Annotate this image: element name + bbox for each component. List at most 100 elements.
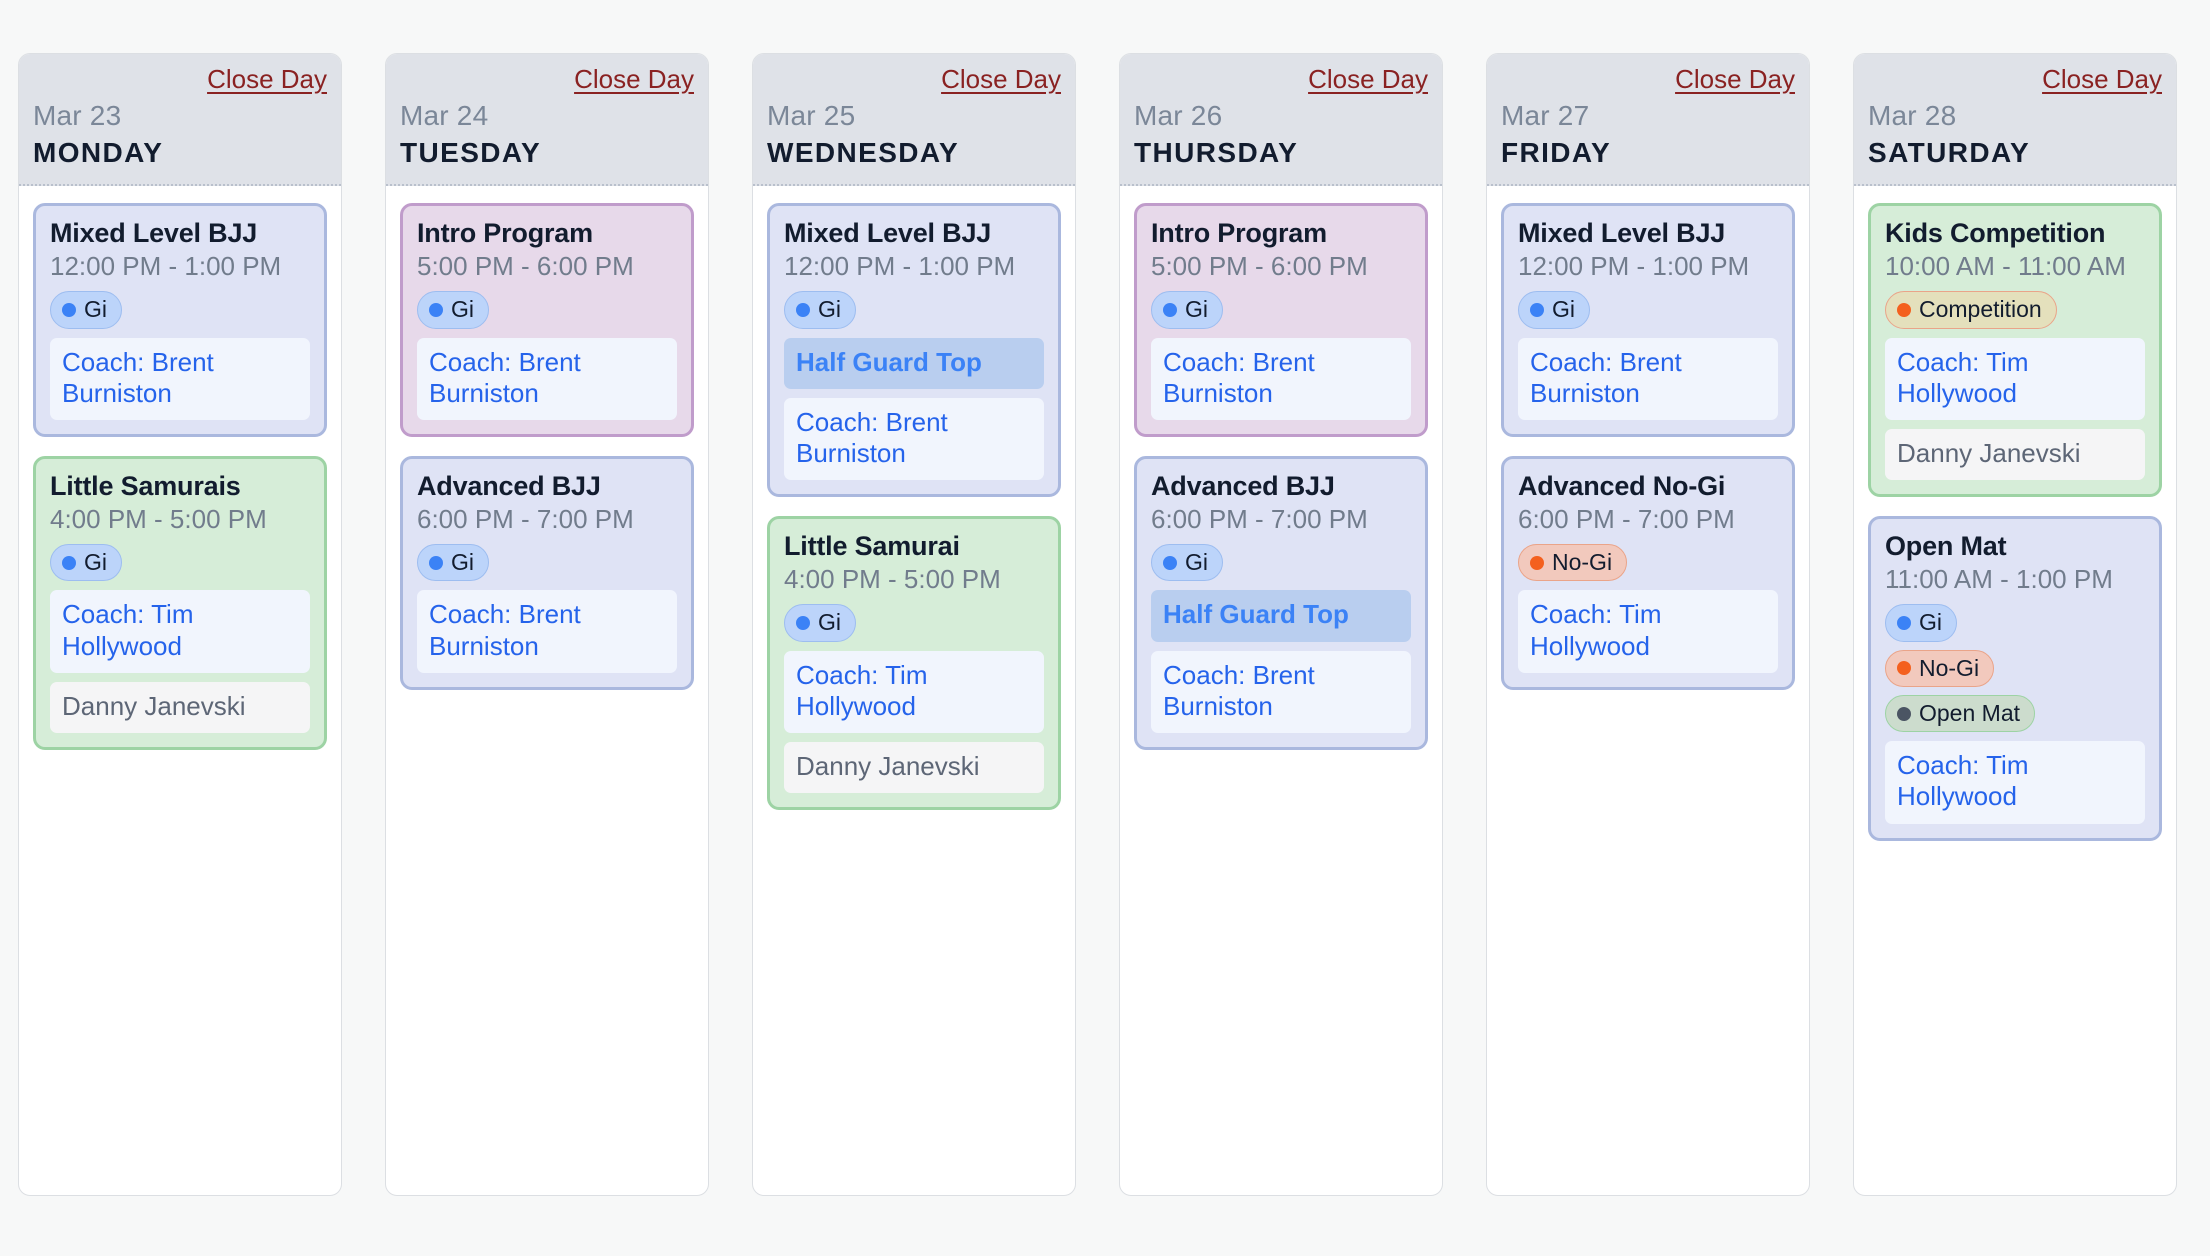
event-badge-list: Gi bbox=[784, 604, 1044, 642]
close-day-row: Close Day bbox=[1134, 66, 1428, 92]
event-time: 6:00 PM - 7:00 PM bbox=[1151, 503, 1368, 534]
badge-gi[interactable]: Gi bbox=[1151, 544, 1223, 582]
event-badge-list: Gi bbox=[417, 291, 677, 329]
day-name: SATURDAY bbox=[1868, 137, 2031, 168]
badge-dot-icon bbox=[429, 302, 443, 317]
event-note-assistant[interactable]: Danny Janevski bbox=[50, 681, 310, 733]
badge-dot-icon bbox=[796, 302, 810, 317]
event-note-coach[interactable]: Coach: Tim Hollywood bbox=[784, 650, 1044, 733]
event-badge-list: Gi bbox=[50, 544, 310, 582]
close-day-link[interactable]: Close Day bbox=[941, 64, 1061, 94]
event-time: 4:00 PM - 5:00 PM bbox=[784, 564, 1001, 595]
day-date: Mar 27 bbox=[1501, 100, 1590, 131]
event-badge-list: Competition bbox=[1885, 291, 2145, 329]
day-name: MONDAY bbox=[33, 137, 164, 168]
badge-label: Competition bbox=[1919, 296, 2042, 323]
event-time: 12:00 PM - 1:00 PM bbox=[1518, 251, 1750, 282]
badge-label: Gi bbox=[84, 296, 107, 323]
badge-dot-icon bbox=[62, 302, 76, 317]
event-note-coach[interactable]: Coach: Tim Hollywood bbox=[1885, 337, 2145, 420]
event-note-coach[interactable]: Coach: Brent Burniston bbox=[784, 397, 1044, 481]
event-title: Open Mat bbox=[1885, 531, 2007, 562]
event-title: Mixed Level BJJ bbox=[50, 218, 258, 248]
event-title: Intro Program bbox=[417, 218, 593, 248]
event-note-technique[interactable]: Half Guard Top bbox=[1151, 590, 1411, 642]
badge-gi[interactable]: Gi bbox=[1151, 291, 1223, 329]
badge-nogi[interactable]: No-Gi bbox=[1518, 544, 1628, 582]
event-note-coach[interactable]: Coach: Brent Burniston bbox=[417, 590, 677, 673]
event-time: 12:00 PM - 1:00 PM bbox=[50, 251, 282, 282]
badge-gi[interactable]: Gi bbox=[784, 604, 856, 642]
event-note-coach[interactable]: Coach: Tim Hollywood bbox=[1518, 590, 1778, 673]
event-note-assistant[interactable]: Danny Janevski bbox=[1885, 428, 2145, 481]
badge-gi[interactable]: Gi bbox=[417, 291, 489, 329]
event-note-technique[interactable]: Half Guard Top bbox=[784, 337, 1044, 389]
event-note-coach[interactable]: Coach: Brent Burniston bbox=[1151, 337, 1411, 420]
badge-label: Gi bbox=[451, 296, 474, 323]
event-badge-list: Gi bbox=[1151, 544, 1411, 582]
event-time: 11:00 AM - 1:00 PM bbox=[1885, 564, 2113, 595]
badge-gi[interactable]: Gi bbox=[50, 291, 122, 329]
close-day-row: Close Day bbox=[1501, 66, 1795, 92]
day-name: FRIDAY bbox=[1501, 137, 1612, 168]
event-badge-list: Gi bbox=[50, 291, 310, 329]
event-title: Little Samurais bbox=[50, 470, 241, 501]
badge-gi[interactable]: Gi bbox=[50, 544, 122, 582]
badge-label: Gi bbox=[84, 549, 107, 576]
badge-openmat[interactable]: Open Mat bbox=[1885, 694, 2035, 733]
day-name: THURSDAY bbox=[1134, 137, 1299, 168]
badge-nogi[interactable]: No-Gi bbox=[1885, 649, 1995, 687]
event-badge-list: Gi bbox=[784, 291, 1044, 329]
event-note-coach[interactable]: Coach: Brent Burniston bbox=[1151, 650, 1411, 733]
badge-gi[interactable]: Gi bbox=[417, 544, 489, 582]
close-day-link[interactable]: Close Day bbox=[1308, 64, 1428, 94]
event-time: 10:00 AM - 11:00 AM bbox=[1885, 251, 2126, 282]
badge-label: Open Mat bbox=[1919, 699, 2020, 726]
event-badge-list: No-Gi bbox=[1518, 544, 1778, 582]
event-note-coach[interactable]: Coach: Tim Hollywood bbox=[1885, 741, 2145, 824]
close-day-link[interactable]: Close Day bbox=[574, 64, 694, 94]
badge-competition[interactable]: Competition bbox=[1885, 291, 2057, 329]
close-day-link[interactable]: Close Day bbox=[2042, 64, 2162, 94]
event-note-coach[interactable]: Coach: Brent Burniston bbox=[50, 337, 310, 420]
badge-gi[interactable]: Gi bbox=[1885, 604, 1957, 642]
event-note-assistant[interactable]: Danny Janevski bbox=[784, 742, 1044, 794]
close-day-link[interactable]: Close Day bbox=[207, 64, 327, 94]
close-day-link[interactable]: Close Day bbox=[1675, 64, 1795, 94]
event-note-coach[interactable]: Coach: Brent Burniston bbox=[1518, 337, 1778, 420]
badge-gi[interactable]: Gi bbox=[1518, 291, 1590, 329]
event-note-coach[interactable]: Coach: Tim Hollywood bbox=[50, 590, 310, 673]
event-title: Mixed Level BJJ bbox=[1518, 218, 1726, 248]
badge-dot-icon bbox=[1897, 661, 1911, 676]
close-day-row: Close Day bbox=[1868, 66, 2162, 92]
badge-gi[interactable]: Gi bbox=[784, 291, 856, 329]
day-date: Mar 25 bbox=[767, 100, 856, 131]
badge-dot-icon bbox=[1530, 302, 1544, 317]
event-note-coach[interactable]: Coach: Brent Burniston bbox=[417, 337, 677, 420]
day-name: WEDNESDAY bbox=[767, 137, 960, 168]
